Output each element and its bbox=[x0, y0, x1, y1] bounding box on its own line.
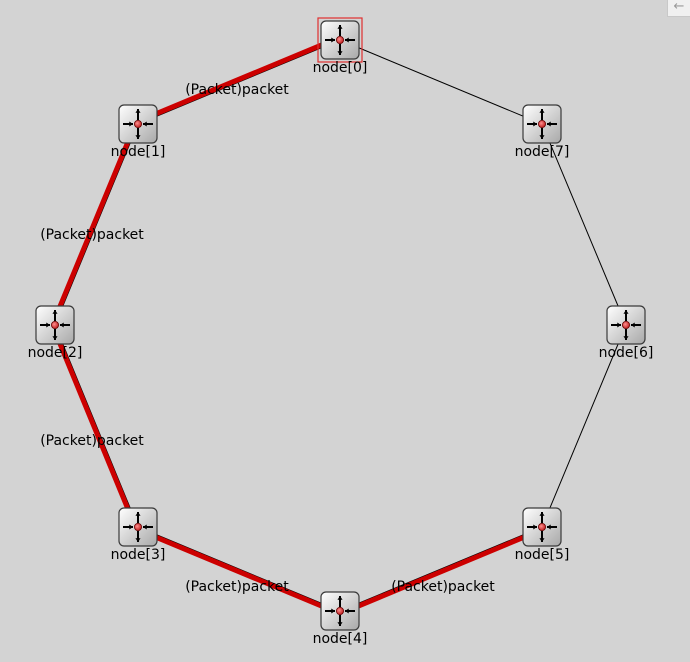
link-6-7[interactable] bbox=[541, 123, 627, 326]
node-4[interactable]: node[4] bbox=[313, 591, 368, 647]
link-highlight bbox=[136, 526, 340, 616]
router-icon bbox=[606, 305, 646, 345]
packet-message-label[interactable]: (Packet)packet bbox=[40, 227, 144, 243]
link-line bbox=[541, 123, 627, 326]
link-4-5[interactable] bbox=[339, 526, 544, 616]
node-label: node[5] bbox=[515, 547, 570, 563]
router-icon bbox=[522, 507, 562, 547]
link-2-3[interactable] bbox=[50, 324, 139, 529]
node-7[interactable]: node[7] bbox=[515, 104, 570, 160]
link-3-4[interactable] bbox=[136, 526, 341, 616]
node-label: node[6] bbox=[599, 345, 654, 361]
node-label: node[2] bbox=[28, 345, 83, 361]
link-highlight bbox=[50, 122, 138, 325]
node-2[interactable]: node[2] bbox=[28, 305, 83, 361]
node-6[interactable]: node[6] bbox=[599, 305, 654, 361]
packet-message-label[interactable]: (Packet)packet bbox=[185, 82, 289, 98]
link-highlight bbox=[50, 324, 138, 529]
node-1[interactable]: node[1] bbox=[111, 104, 166, 160]
node-label: node[0] bbox=[313, 60, 368, 76]
link-line bbox=[339, 39, 543, 125]
node-label: node[7] bbox=[515, 144, 570, 160]
router-icon bbox=[320, 20, 360, 60]
collapse-button[interactable]: ← bbox=[667, 0, 690, 17]
link-highlight bbox=[136, 35, 340, 125]
node-3[interactable]: node[3] bbox=[111, 507, 166, 563]
link-7-0[interactable] bbox=[339, 39, 543, 125]
node-0[interactable]: node[0] bbox=[313, 17, 368, 76]
node-label: node[1] bbox=[111, 144, 166, 160]
router-icon bbox=[522, 104, 562, 144]
router-icon bbox=[35, 305, 75, 345]
node-label: node[4] bbox=[313, 631, 368, 647]
link-0-1[interactable] bbox=[136, 35, 341, 125]
nodes-layer: node[0] node[1] node[2] node[3] node[4] node[… bbox=[28, 17, 654, 647]
router-icon bbox=[118, 104, 158, 144]
link-5-6[interactable] bbox=[541, 324, 627, 528]
node-5[interactable]: node[5] bbox=[515, 507, 570, 563]
packet-message-label[interactable]: (Packet)packet bbox=[185, 579, 289, 595]
arrow-left-icon: ← bbox=[673, 0, 685, 14]
link-labels-layer: (Packet)packet (Packet)packet (Packet)pack… bbox=[40, 82, 495, 595]
node-label: node[3] bbox=[111, 547, 166, 563]
links-layer bbox=[50, 35, 627, 616]
packet-message-label[interactable]: (Packet)packet bbox=[40, 433, 144, 449]
router-icon bbox=[320, 591, 360, 631]
router-icon bbox=[118, 507, 158, 547]
link-1-2[interactable] bbox=[50, 122, 139, 326]
selection-box bbox=[317, 17, 363, 63]
link-highlight bbox=[340, 526, 544, 616]
link-line bbox=[541, 324, 627, 528]
packet-message-label[interactable]: (Packet)packet bbox=[391, 579, 495, 595]
